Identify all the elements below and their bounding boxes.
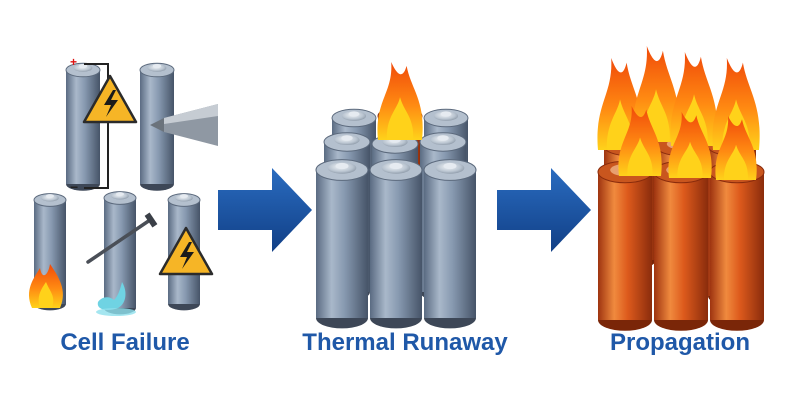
- fire-group: [377, 46, 760, 180]
- nail-icon: [86, 212, 158, 264]
- electrolyte-leak: [96, 282, 136, 316]
- stage-label-thermal-runaway: Thermal Runaway: [302, 329, 508, 356]
- flame-icon: [377, 62, 423, 140]
- flame-icon: [29, 264, 63, 308]
- flame-icon: [715, 116, 757, 180]
- stage-label-cell-failure: Cell Failure: [60, 329, 190, 356]
- warning-icon: [82, 74, 138, 124]
- negative-terminal-label: −: [70, 179, 78, 195]
- propagation-pack: [597, 110, 765, 331]
- battery-icon: [369, 159, 423, 329]
- battery-icon: [709, 160, 765, 331]
- flame-icon: [668, 112, 712, 178]
- flame-icon: [618, 106, 662, 176]
- stage-label-propagation: Propagation: [609, 329, 750, 356]
- puncture-tool-icon: [150, 104, 218, 146]
- battery-icon: [423, 159, 477, 329]
- external-short-circuit: + −: [70, 55, 109, 195]
- thermal-runaway-pack: [315, 106, 477, 329]
- battery-icon: [65, 62, 101, 191]
- warning-icon: [158, 226, 214, 276]
- battery-icon: [315, 159, 369, 329]
- battery-icon: [653, 160, 709, 331]
- arrow-right-icon: [218, 168, 312, 252]
- arrow-right-icon: [497, 168, 591, 252]
- positive-terminal-label: +: [70, 55, 77, 69]
- battery-icon: [597, 160, 653, 331]
- battery-icon: [139, 62, 175, 191]
